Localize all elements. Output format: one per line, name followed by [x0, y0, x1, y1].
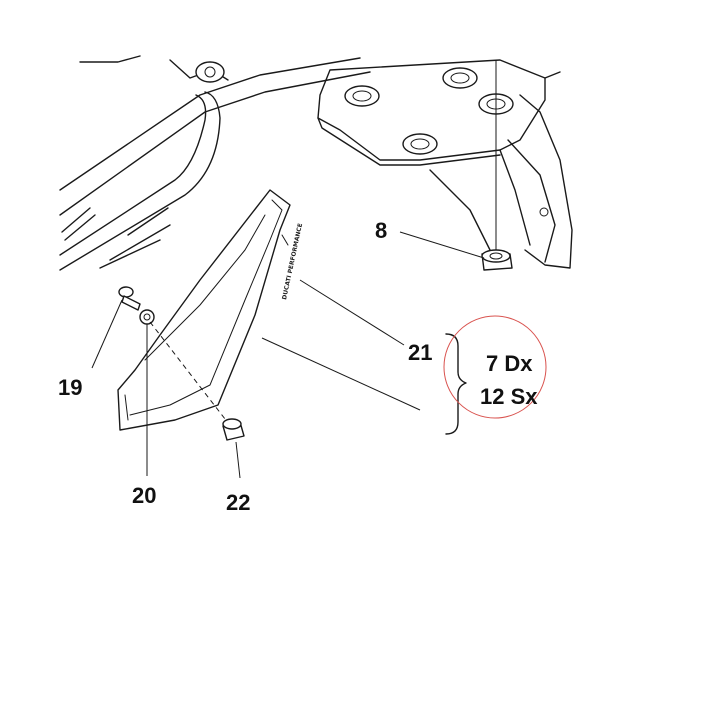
decal-strip: DUCATI PERFORMANCE: [281, 223, 304, 301]
grommet-22-part: [222, 418, 245, 441]
callout-19: 19: [58, 375, 82, 400]
variant-brace: [445, 333, 467, 435]
frame-tubes: [59, 55, 371, 271]
mounting-plate: [317, 59, 573, 269]
callout-8: 8: [375, 218, 387, 243]
plate-holes: [344, 67, 514, 155]
leader-lines: [91, 231, 485, 479]
leader-22: [235, 441, 241, 479]
leader-8: [399, 231, 485, 259]
variant-left: 12 Sx: [480, 384, 538, 409]
callout-22: 22: [226, 490, 250, 515]
leader-21-a: [299, 279, 405, 346]
screw-19-part: [118, 286, 141, 311]
assembly-dashed-line: [149, 321, 233, 429]
nut-8-part: [481, 249, 513, 271]
callout-20: 20: [132, 483, 156, 508]
highlight-circle: [443, 315, 547, 419]
callout-21: 21: [408, 340, 432, 365]
variant-right: 7 Dx: [486, 351, 533, 376]
washer-20-part: [139, 309, 155, 325]
leader-19: [91, 299, 123, 369]
decal-text: DUCATI PERFORMANCE: [281, 223, 304, 301]
leader-21-b: [261, 337, 421, 411]
